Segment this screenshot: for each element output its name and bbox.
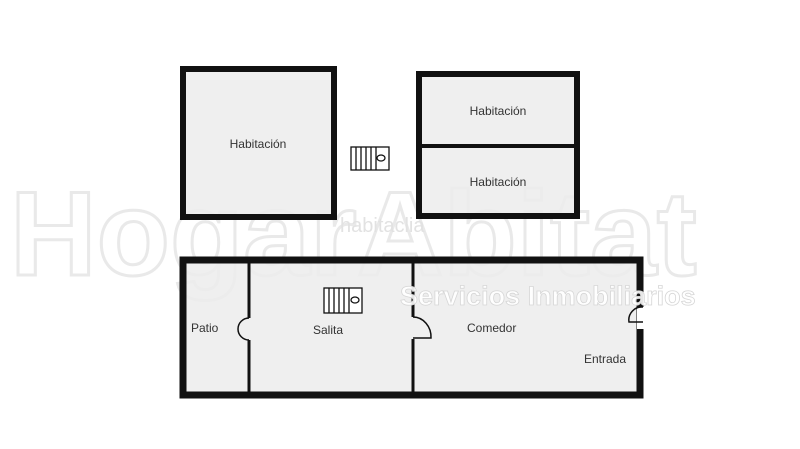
- room-label: Habitación: [470, 104, 527, 118]
- watermark-portal: habitaclia: [340, 215, 425, 237]
- room-label: Salita: [313, 323, 343, 337]
- room-top-right: Habitación Habitación: [416, 71, 580, 219]
- stairs-icon: [323, 287, 363, 314]
- ground-floor: Patio Salita Comedor Entrada: [179, 256, 644, 399]
- entrance-door: [628, 306, 644, 323]
- watermark-tagline: Servicios Inmobiliarios: [400, 281, 696, 311]
- room-label: Habitación: [470, 175, 527, 189]
- room-top-left: Habitación: [180, 66, 337, 220]
- room-label: Habitación: [230, 137, 287, 151]
- stairs-icon: [350, 146, 390, 171]
- room-label: Entrada: [584, 352, 626, 366]
- room-label: Comedor: [467, 321, 516, 335]
- room-label: Patio: [191, 321, 219, 335]
